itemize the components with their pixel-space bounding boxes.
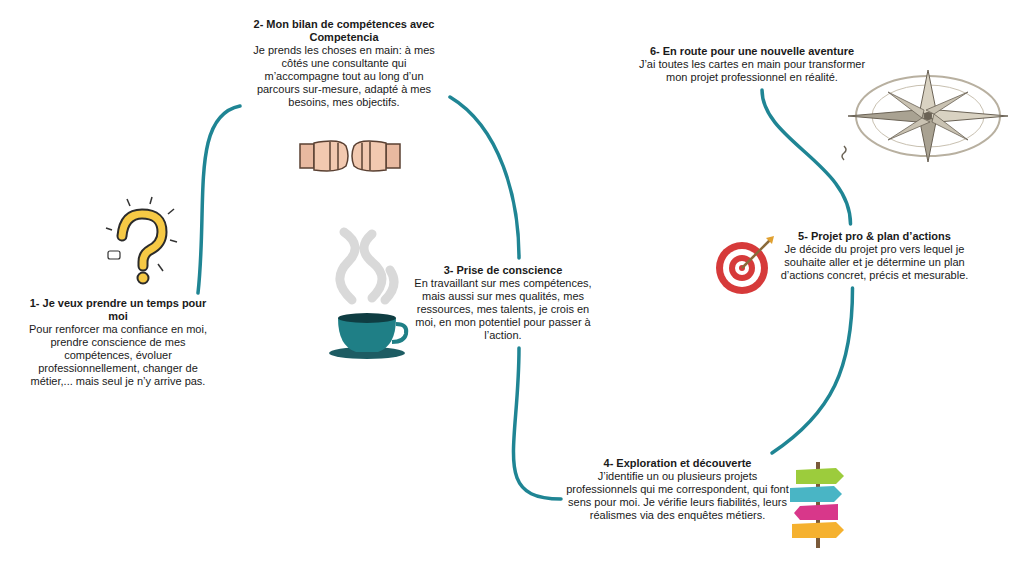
step-heading: 6- En route pour une nouvelle aventure <box>634 45 870 58</box>
path-connector <box>762 90 851 224</box>
step-body: En travaillant sur mes compétences, mais… <box>412 277 594 342</box>
step-body: Pour renforcer ma confiance en moi, pren… <box>28 323 208 388</box>
path-connector <box>513 348 561 499</box>
step-heading: 5- Projet pro & plan d’actions <box>772 230 977 243</box>
step-heading: 3- Prise de conscience <box>412 264 594 277</box>
signpost-icon <box>790 462 844 548</box>
step-body: J’identifie un ou plusieurs projets prof… <box>565 470 790 522</box>
step-heading: 4- Exploration et découverte <box>565 457 790 470</box>
step-block: 4- Exploration et découverteJ’identifie … <box>565 457 790 522</box>
path-connector <box>450 97 519 258</box>
step-heading: 2- Mon bilan de compétences avec Compete… <box>244 18 444 44</box>
target-icon <box>716 236 774 294</box>
path-connector <box>772 288 853 453</box>
step-heading: 1- Je veux prendre un temps pour moi <box>28 297 208 323</box>
path-connector <box>198 106 240 293</box>
step-body: Je décide du projet pro vers lequel je s… <box>772 243 977 282</box>
fists-icon <box>300 141 400 171</box>
compass-icon <box>842 70 1008 162</box>
step-block: 6- En route pour une nouvelle aventureJ’… <box>634 45 870 84</box>
step-body: Je prends les choses en main: à mes côté… <box>244 44 444 109</box>
step-block: 5- Projet pro & plan d’actionsJe décide … <box>772 230 977 282</box>
cup-icon <box>329 232 406 359</box>
step-block: 2- Mon bilan de compétences avec Compete… <box>244 18 444 109</box>
question-icon <box>106 197 177 284</box>
step-body: J’ai toutes les cartes en main pour tran… <box>634 58 870 84</box>
step-block: 3- Prise de conscienceEn travaillant sur… <box>412 264 594 342</box>
step-block: 1- Je veux prendre un temps pour moiPour… <box>28 297 208 388</box>
